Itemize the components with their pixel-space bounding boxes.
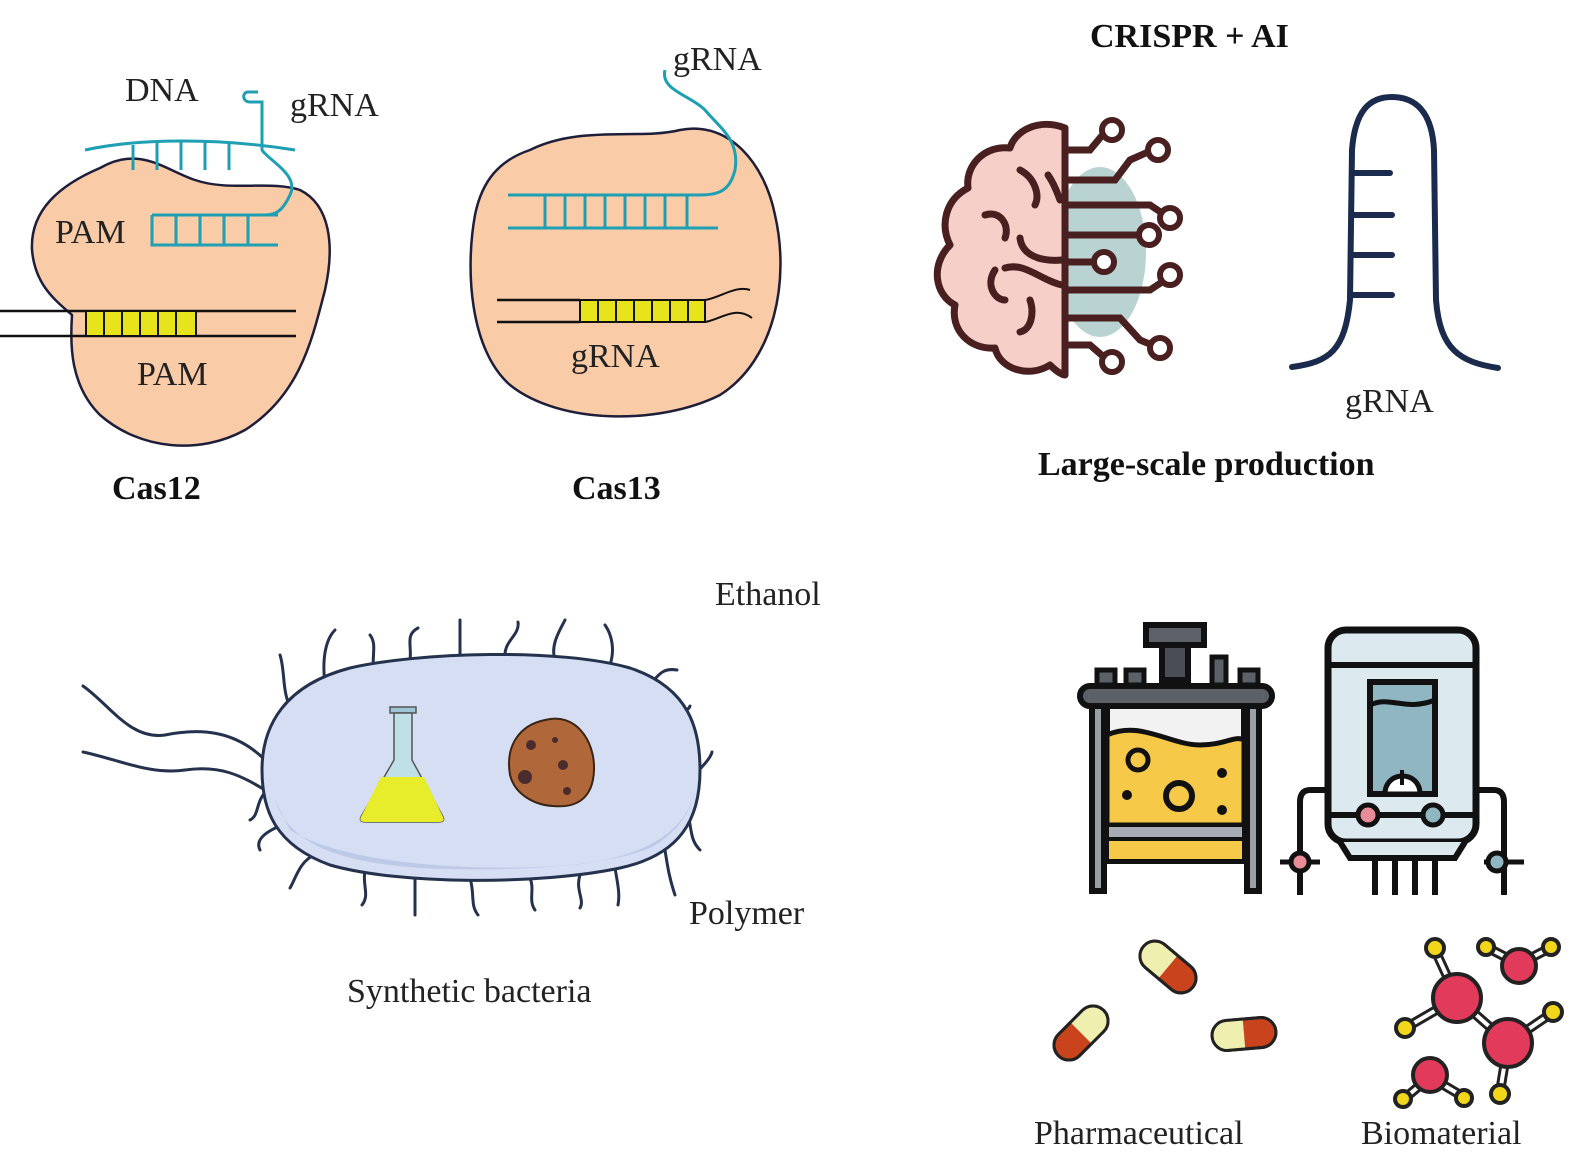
crispr-ai-title: CRISPR + AI	[1090, 18, 1289, 55]
cas12-grna-duplex	[84, 90, 296, 247]
biomaterial-molecule-icon	[1393, 937, 1564, 1109]
storage-tank-icon	[1280, 626, 1524, 895]
cas13-title: Cas13	[572, 470, 661, 507]
synthetic-bacterium	[81, 618, 714, 917]
cas12-pam-lower-label: PAM	[137, 356, 208, 393]
bioreactor-icon	[1077, 622, 1275, 894]
cas12-title: Cas12	[112, 470, 201, 507]
hairpin-grna-label: gRNA	[1345, 383, 1434, 420]
cas12-dna-label: DNA	[125, 72, 199, 109]
cas12-protein	[30, 157, 331, 447]
cas12-target-dna	[0, 309, 296, 338]
cas13-grna-top-label: gRNA	[673, 41, 762, 78]
polymer-particle-icon	[508, 717, 596, 808]
bacterium-cell	[260, 652, 702, 882]
capsule	[1210, 1016, 1278, 1052]
cas12-pam-upper-label: PAM	[55, 214, 126, 251]
ai-brain-icon	[933, 117, 1183, 379]
cas13-diagram	[469, 69, 782, 418]
cas13-protein	[469, 127, 782, 418]
grna-hairpin-icon	[1289, 93, 1501, 371]
product-biomaterial-label: Biomaterial	[1361, 1115, 1522, 1152]
large-scale-caption: Large-scale production	[1038, 446, 1375, 483]
pharmaceutical-capsules-icon	[1052, 939, 1278, 1062]
cas13-grna-inner-label: gRNA	[571, 338, 660, 375]
ethanol-flask-icon	[359, 706, 445, 823]
cas13-grna-duplex	[508, 69, 738, 230]
product-polymer-label: Polymer	[689, 895, 805, 932]
cas13-target-rna	[497, 287, 753, 324]
product-pharmaceutical-label: Pharmaceutical	[1034, 1115, 1244, 1152]
cas12-diagram	[0, 90, 331, 447]
cas12-grna-label: gRNA	[290, 87, 379, 124]
synthetic-bacteria-caption: Synthetic bacteria	[347, 973, 592, 1010]
capsule	[1052, 1004, 1110, 1062]
capsule	[1138, 939, 1198, 995]
product-ethanol-label: Ethanol	[715, 576, 821, 613]
